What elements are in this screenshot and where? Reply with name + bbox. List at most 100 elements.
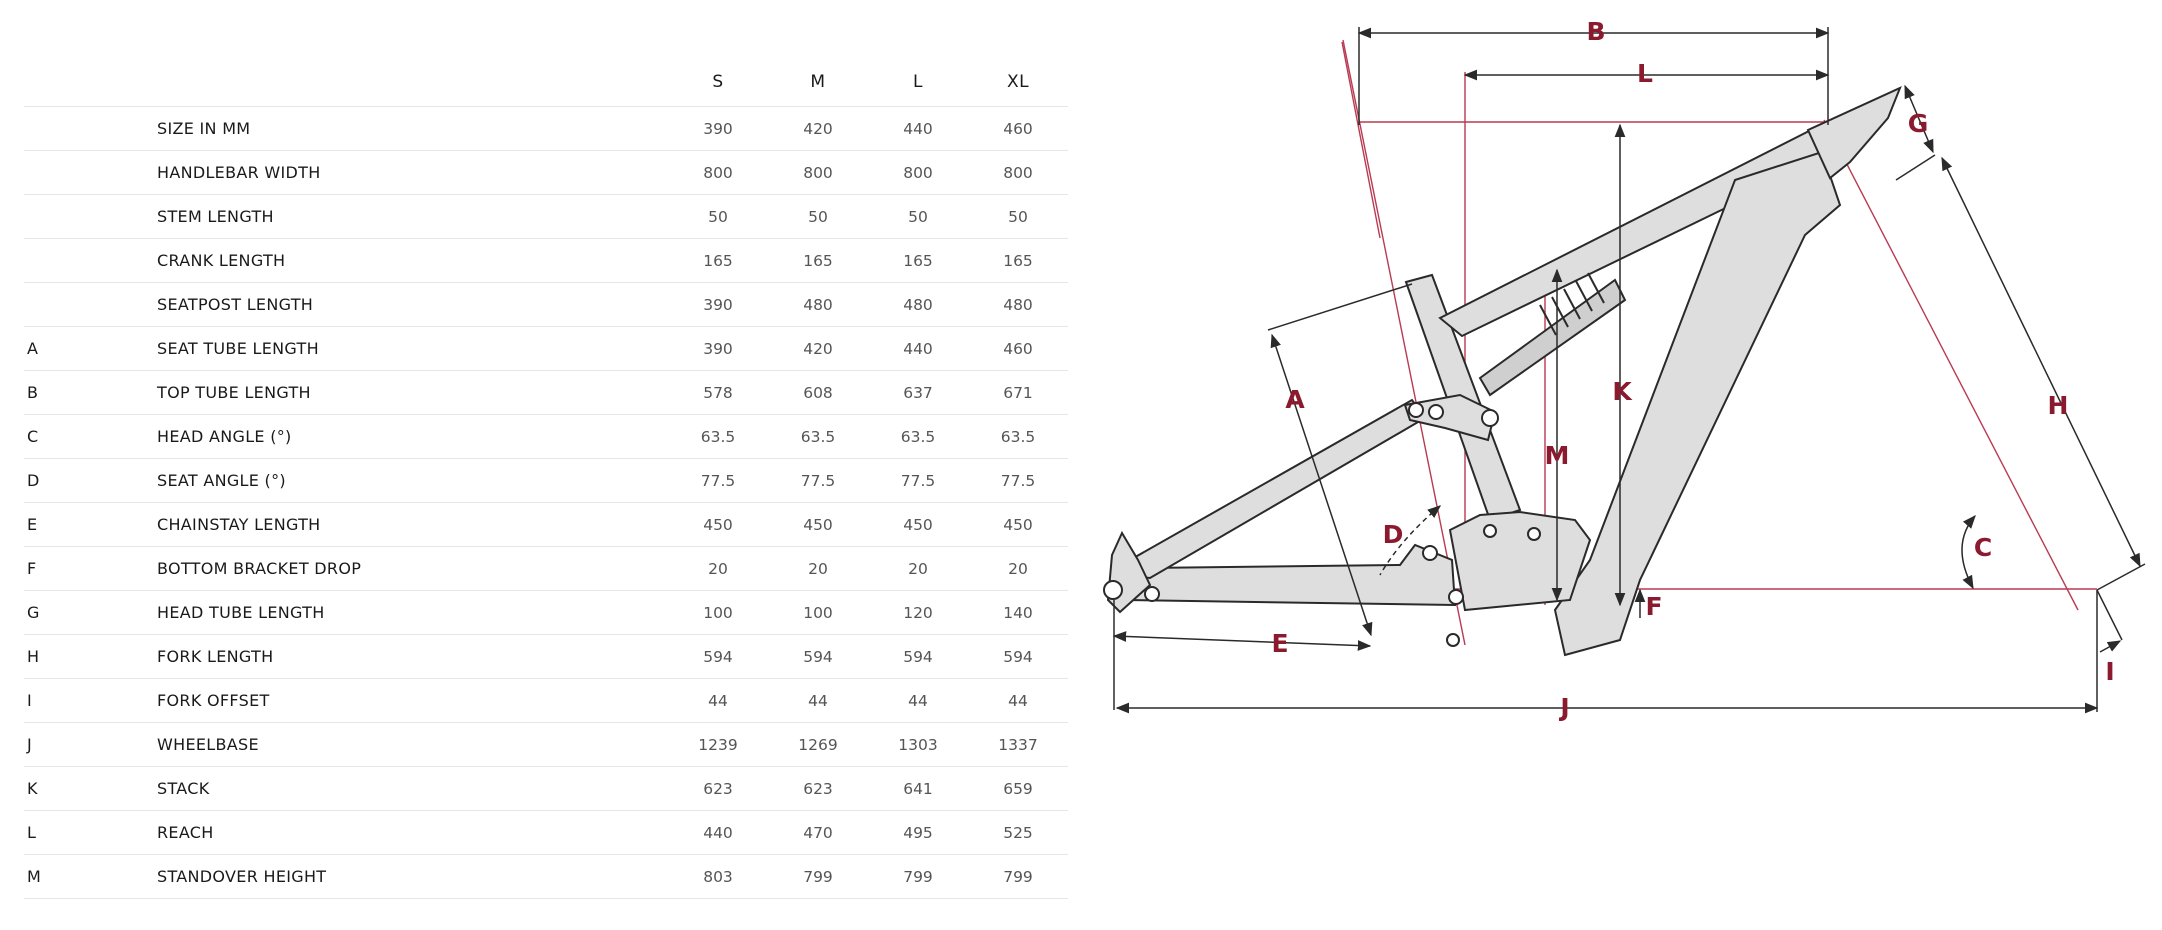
row-value: 44 xyxy=(868,678,968,723)
row-value: 578 xyxy=(668,370,768,415)
row-value: 659 xyxy=(968,766,1068,811)
row-value: 460 xyxy=(968,326,1068,371)
row-value: 77.5 xyxy=(768,458,868,503)
row-value: 440 xyxy=(668,810,768,855)
row-letter: J xyxy=(24,722,157,767)
row-value: 594 xyxy=(868,634,968,679)
row-label: REACH xyxy=(157,810,668,855)
row-letter xyxy=(24,282,157,327)
dim-h xyxy=(1941,156,2141,568)
row-value: 450 xyxy=(868,502,968,547)
row-label: HEAD TUBE LENGTH xyxy=(157,590,668,635)
row-value: 450 xyxy=(668,502,768,547)
row-value: 50 xyxy=(968,194,1068,239)
row-label: CHAINSTAY LENGTH xyxy=(157,502,668,547)
label-e: E xyxy=(1271,629,1288,658)
row-label: HANDLEBAR WIDTH xyxy=(157,150,668,195)
row-label: SEAT TUBE LENGTH xyxy=(157,326,668,371)
row-value: 594 xyxy=(668,634,768,679)
row-value: 20 xyxy=(868,546,968,591)
row-value: 623 xyxy=(768,766,868,811)
header-size-xl: XL xyxy=(1006,72,1030,92)
label-h: H xyxy=(2048,391,2069,420)
row-value: 799 xyxy=(868,854,968,899)
row-value: 450 xyxy=(768,502,868,547)
row-value: 50 xyxy=(768,194,868,239)
row-value: 671 xyxy=(968,370,1068,415)
dim-i xyxy=(2099,640,2122,653)
pivot-bolts xyxy=(1103,402,1541,647)
dim-c xyxy=(1961,514,1976,590)
header-size-l: L xyxy=(913,72,923,92)
row-value: 44 xyxy=(968,678,1068,723)
row-label: STANDOVER HEIGHT xyxy=(157,854,668,899)
row-value: 637 xyxy=(868,370,968,415)
row-value: 63.5 xyxy=(868,414,968,459)
row-letter: D xyxy=(24,458,157,503)
row-value: 440 xyxy=(868,106,968,151)
row-value: 525 xyxy=(968,810,1068,855)
dim-g xyxy=(1904,84,1934,154)
bike-frame xyxy=(1103,86,1902,657)
row-value: 470 xyxy=(768,810,868,855)
row-value: 20 xyxy=(768,546,868,591)
dimension-labels: B L G A K H M D C F E I J xyxy=(1271,17,2114,722)
row-value: 63.5 xyxy=(668,414,768,459)
rocker-link xyxy=(1403,393,1497,442)
row-value: 77.5 xyxy=(668,458,768,503)
row-label: FORK LENGTH xyxy=(157,634,668,679)
table-header-row: S M L XL xyxy=(24,58,1068,107)
row-value: 165 xyxy=(868,238,968,283)
row-letter xyxy=(24,194,157,239)
row-value: 390 xyxy=(668,106,768,151)
row-value: 390 xyxy=(668,326,768,371)
row-value: 1239 xyxy=(668,722,768,767)
header-name xyxy=(157,58,668,107)
bike-geometry-diagram: B L G A K H M D C F E I J xyxy=(1103,17,2146,722)
label-i: I xyxy=(2105,657,2114,686)
row-value: 50 xyxy=(868,194,968,239)
row-letter xyxy=(24,106,157,151)
row-value: 440 xyxy=(868,326,968,371)
row-value: 594 xyxy=(768,634,868,679)
row-value: 140 xyxy=(968,590,1068,635)
row-value: 800 xyxy=(768,150,868,195)
row-label: STACK xyxy=(157,766,668,811)
row-letter: C xyxy=(24,414,157,459)
label-k: K xyxy=(1612,377,1633,406)
row-label: BOTTOM BRACKET DROP xyxy=(157,546,668,591)
row-value: 100 xyxy=(768,590,868,635)
label-a: A xyxy=(1285,385,1305,414)
dim-e xyxy=(1112,631,1372,651)
bottom-bracket-shell xyxy=(1448,510,1592,612)
row-value: 480 xyxy=(868,282,968,327)
row-value: 63.5 xyxy=(768,414,868,459)
row-label: FORK OFFSET xyxy=(157,678,668,723)
row-value: 450 xyxy=(968,502,1068,547)
row-value: 480 xyxy=(768,282,868,327)
label-d: D xyxy=(1383,520,1404,549)
dim-a xyxy=(1270,333,1373,637)
header-letter xyxy=(24,58,157,107)
row-label: WHEELBASE xyxy=(157,722,668,767)
row-letter: L xyxy=(24,810,157,855)
row-letter: A xyxy=(24,326,157,371)
row-label: SIZE IN MM xyxy=(157,106,668,151)
row-label: CRANK LENGTH xyxy=(157,238,668,283)
row-letter: E xyxy=(24,502,157,547)
row-label: TOP TUBE LENGTH xyxy=(157,370,668,415)
